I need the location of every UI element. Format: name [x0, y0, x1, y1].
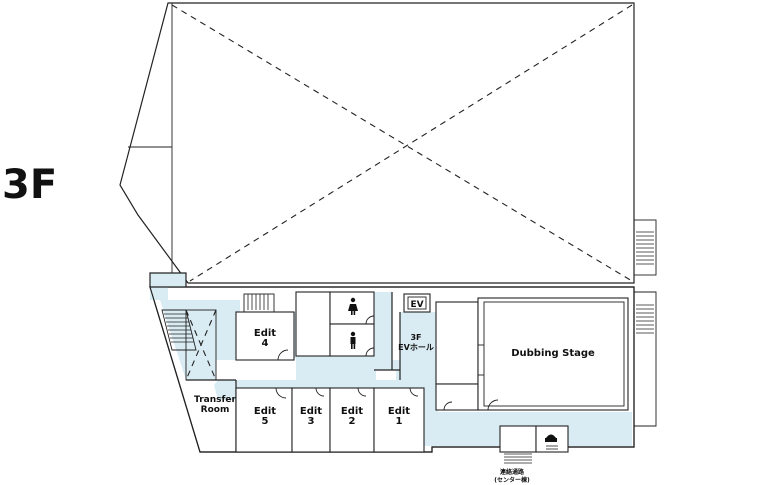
passage-label-1: 連絡通路 — [500, 468, 525, 476]
floor-label: 3F — [2, 162, 58, 208]
room-edit-1: Edit 1 — [373, 387, 425, 453]
phone-icon — [545, 434, 557, 442]
room-edit-3: Edit 3 — [291, 387, 331, 453]
female-toilet-icon — [348, 297, 358, 315]
transfer-room-label-2: Room — [201, 405, 230, 415]
stairs-right-upper — [633, 219, 657, 276]
stairs-top-middle — [243, 293, 275, 313]
edit-3-label-2: 3 — [308, 416, 315, 427]
room-edit-2: Edit 2 — [329, 387, 375, 453]
room-dubbing-stage: Dubbing Stage — [477, 297, 629, 411]
ev-hall-label-2: EVホール — [398, 343, 434, 352]
dubbing-stage-label: Dubbing Stage — [511, 348, 595, 359]
elevator: EV — [403, 293, 431, 313]
edit-4-label-2: 4 — [262, 338, 269, 349]
ev-label: EV — [410, 300, 423, 310]
edit-5-label-1: Edit — [254, 406, 276, 417]
edit-5-label-2: 5 — [262, 416, 269, 427]
toilets — [329, 291, 375, 357]
edit-2-label-1: Edit — [341, 406, 363, 417]
ev-hall-label-1: 3F — [410, 333, 421, 342]
stairs-left — [161, 309, 217, 381]
passage-marker: 連絡通路 (センター棟) — [494, 453, 532, 484]
edit-3-label-1: Edit — [300, 406, 322, 417]
upper-hall — [119, 2, 635, 284]
room-edit-5: Edit 5 — [235, 387, 293, 453]
edit-1-label-2: 1 — [396, 416, 403, 427]
edit-2-label-2: 2 — [349, 416, 356, 427]
transfer-room-label-1: Transfer — [194, 395, 236, 405]
edit-1-label-1: Edit — [388, 406, 410, 417]
room-edit-4: Edit 4 — [235, 311, 295, 361]
passage-entry-rooms — [499, 425, 569, 453]
storage-room — [295, 291, 331, 357]
stairs-right-lower — [633, 291, 657, 427]
edit-4-label-1: Edit — [254, 328, 276, 339]
male-toilet-icon — [350, 331, 356, 349]
machine-room — [435, 301, 479, 411]
passage-label-2: (センター棟) — [494, 476, 530, 484]
